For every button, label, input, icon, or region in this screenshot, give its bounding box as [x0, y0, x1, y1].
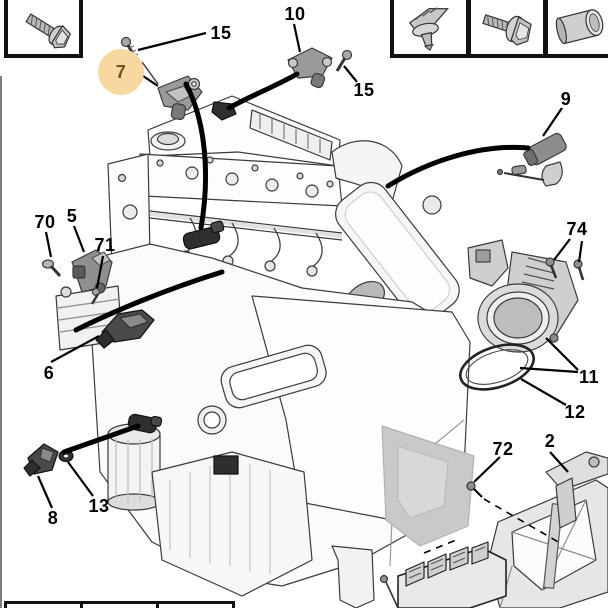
sleeve-cap-icon [555, 9, 604, 45]
parts-table: 70 72 74 [4, 601, 235, 608]
callout-5[interactable]: 5 [66, 206, 78, 226]
callout-8[interactable]: 8 [47, 508, 59, 528]
callout-6[interactable]: 6 [43, 363, 55, 383]
parts-table-cell-72[interactable]: 72 [80, 601, 159, 608]
callout-74[interactable]: 74 [566, 219, 588, 239]
bracket-2-part [487, 451, 608, 608]
page-edge-line [0, 76, 2, 608]
sensor-8-part [23, 443, 59, 477]
highlight-circle [98, 49, 144, 95]
sensor-7-part [120, 36, 203, 121]
throttle-body-11-part [467, 239, 579, 353]
callout-72[interactable]: 72 [492, 439, 514, 459]
parts-table-cell-74[interactable]: 74 [156, 601, 235, 608]
callout-7-highlighted[interactable]: 7 [115, 62, 127, 82]
callout-70[interactable]: 70 [34, 212, 56, 232]
parts-table-cell-70[interactable]: 70 [4, 601, 83, 608]
o-ring-12-part [459, 343, 535, 391]
parts-table-number: 74 [211, 606, 227, 608]
callout-13[interactable]: 13 [88, 496, 110, 516]
screws-74-part [545, 257, 585, 281]
temp-sensor-9-part [496, 132, 567, 187]
callout-2[interactable]: 2 [544, 431, 556, 451]
sensor-10-part [287, 47, 353, 89]
parts-table-number: 70 [59, 606, 75, 608]
flange-bolt-icon [482, 14, 532, 46]
callout-71[interactable]: 71 [94, 235, 116, 255]
hardware-legend-cell-sleeve[interactable] [544, 0, 608, 58]
callout-9[interactable]: 9 [560, 89, 572, 109]
flange-bolt-icon [24, 13, 71, 49]
hardware-legend-cell-bolt[interactable] [4, 0, 83, 58]
hardware-legend-cell-bolt2[interactable] [467, 0, 547, 58]
installed-sensors [127, 101, 237, 434]
push-clip-icon [408, 7, 449, 51]
callout-11[interactable]: 11 [578, 367, 600, 387]
callout-15-a[interactable]: 15 [210, 23, 232, 43]
ecu-unit-part [379, 541, 507, 608]
leader-lines [36, 23, 584, 554]
oil-sensor-6-part [95, 309, 155, 349]
parts-table-number: 72 [135, 606, 151, 608]
callout-15-b[interactable]: 15 [353, 80, 375, 100]
engine-body [55, 95, 475, 608]
hardware-legend-cell-clip[interactable] [390, 0, 470, 58]
callout-12[interactable]: 12 [564, 402, 586, 422]
callout-10[interactable]: 10 [284, 4, 306, 24]
